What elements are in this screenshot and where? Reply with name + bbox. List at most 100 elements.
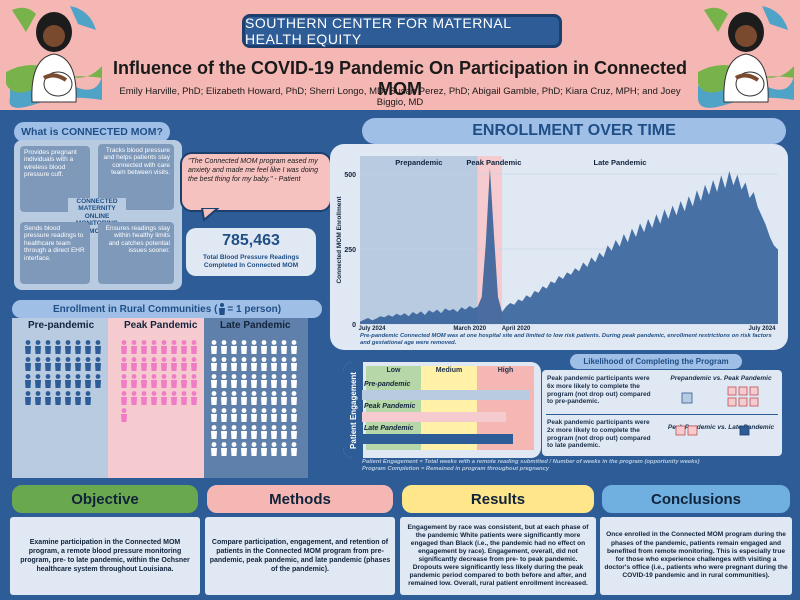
- likelihood-text-2: Peak pandemic participants were 2x more …: [547, 419, 651, 450]
- person-icon: [75, 374, 81, 388]
- person-icon: [291, 408, 297, 422]
- person-icon: [65, 357, 71, 371]
- rural-people: [211, 340, 297, 456]
- person-icon: [211, 408, 217, 422]
- person-icon: [231, 425, 237, 439]
- person-icon: [231, 357, 237, 371]
- person-icon: [35, 374, 41, 388]
- person-icon: [75, 340, 81, 354]
- person-icon: [191, 374, 197, 388]
- person-icon: [151, 357, 157, 371]
- person-icon: [291, 340, 297, 354]
- quote-tail: [200, 208, 220, 222]
- person-icon: [171, 340, 177, 354]
- person-icon: [211, 340, 217, 354]
- person-icon: [131, 340, 137, 354]
- person-icon: [45, 340, 51, 354]
- person-icon: [25, 391, 31, 405]
- person-icon: [191, 391, 197, 405]
- person-icon: [45, 357, 51, 371]
- person-icon: [281, 357, 287, 371]
- person-icon: [95, 340, 101, 354]
- person-icon: [241, 374, 247, 388]
- person-icon: [161, 357, 167, 371]
- person-icon: [65, 391, 71, 405]
- person-icon: [181, 357, 187, 371]
- period-prepandemic: [360, 156, 478, 324]
- person-icon: [141, 374, 147, 388]
- engagement-row-label: Pre-pandemic: [364, 381, 411, 388]
- person-icon: [55, 340, 61, 354]
- person-icon: [291, 425, 297, 439]
- person-icon: [231, 340, 237, 354]
- rural-legend-suffix: = 1 person): [227, 303, 282, 315]
- person-icon: [281, 408, 287, 422]
- engagement-row-label: Peak Pandemic: [364, 403, 416, 410]
- person-icon: [211, 357, 217, 371]
- person-icon: [271, 391, 277, 405]
- rural-group-label: Late Pandemic: [220, 320, 291, 331]
- enrollment-heading: ENROLLMENT OVER TIME: [362, 118, 786, 144]
- person-icon: [75, 357, 81, 371]
- y-axis-label: Connected MOM Enrollment: [336, 196, 343, 284]
- person-icon: [141, 391, 147, 405]
- person-icon: [251, 408, 257, 422]
- person-icon: [131, 374, 137, 388]
- what-heading: What is CONNECTED MOM?: [14, 122, 170, 142]
- what-box-ehr: Sends blood pressure readings to healthc…: [20, 222, 90, 284]
- person-icon: [151, 374, 157, 388]
- engagement-axis: Patient Engagement: [343, 362, 363, 458]
- person-icon: [291, 442, 297, 456]
- person-icon: [281, 374, 287, 388]
- enrollment-note: Pre-pandemic Connected MOM was at one ho…: [360, 333, 772, 346]
- rural-group-1: Peak Pandemic: [108, 318, 204, 478]
- person-icon: [95, 357, 101, 371]
- person-icon: [231, 391, 237, 405]
- person-icon: [221, 374, 227, 388]
- mother-illustration-right: [698, 6, 794, 108]
- rural-group-label: Peak Pandemic: [124, 320, 198, 331]
- poster-title: Influence of the COVID-19 Pandemic On Pa…: [112, 58, 688, 99]
- person-icon: [261, 425, 267, 439]
- engagement-bar: [362, 390, 529, 400]
- enrollment-area: [360, 168, 778, 324]
- objective-heading: Objective: [10, 483, 200, 515]
- engagement-note-2: Program Completion = Remained in program…: [362, 466, 549, 473]
- methods-heading: Methods: [205, 483, 395, 515]
- person-icon: [291, 391, 297, 405]
- person-icon: [241, 357, 247, 371]
- person-icon: [241, 340, 247, 354]
- results-body: Engagement by race was consistent, but a…: [400, 517, 596, 595]
- rural-group-label: Pre-pandemic: [28, 320, 95, 331]
- person-icon: [261, 442, 267, 456]
- level-low: Low: [386, 367, 401, 374]
- y-tick-label: 500: [344, 172, 356, 179]
- y-tick-label: 250: [344, 247, 356, 254]
- rural-group-2: Late Pandemic: [204, 318, 308, 478]
- person-icon: [281, 391, 287, 405]
- readings-number: 785,463: [222, 232, 280, 249]
- engagement-row-label: Late Pandemic: [364, 425, 414, 432]
- person-icon: [291, 357, 297, 371]
- person-icon: [171, 357, 177, 371]
- rural-heading-text: Enrollment in Rural Communities (: [52, 303, 218, 315]
- person-icon: [221, 442, 227, 456]
- center-name: SOUTHERN CENTER FOR MATERNAL HEALTH EQUI…: [242, 14, 562, 48]
- person-icon: [271, 408, 277, 422]
- person-icon: [121, 374, 127, 388]
- engagement-bar: [362, 412, 507, 422]
- engagement-row: Pre-pandemic: [362, 380, 534, 402]
- peak-squares-2x: [675, 425, 698, 436]
- results-heading: Results: [400, 483, 596, 515]
- person-icon: [261, 374, 267, 388]
- rural-people: [25, 340, 101, 405]
- rural-heading: Enrollment in Rural Communities ( = 1 pe…: [12, 300, 322, 318]
- what-box-limits: Ensures readings stay within healthy lim…: [98, 222, 174, 284]
- period-label: Late Pandemic: [594, 158, 647, 167]
- peak-squares-6x: [727, 386, 759, 407]
- level-high: High: [497, 367, 514, 374]
- person-icon: [291, 374, 297, 388]
- person-icon: [85, 357, 91, 371]
- person-icon: [121, 357, 127, 371]
- person-icon: [241, 425, 247, 439]
